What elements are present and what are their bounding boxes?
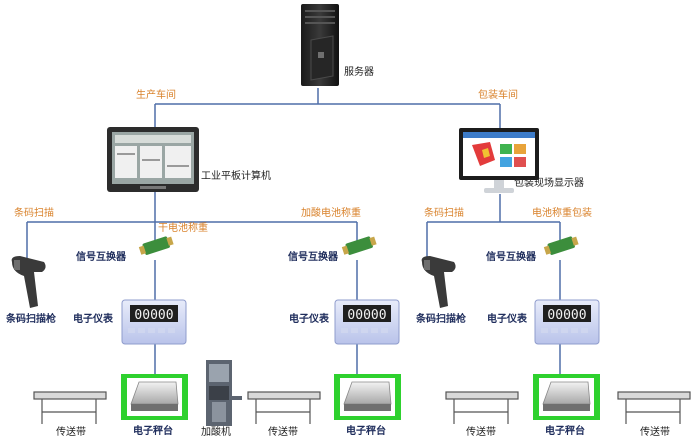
label-barcode-gun-left: 条码扫描枪: [6, 314, 56, 325]
network-wires: [26, 88, 561, 374]
label-e-meter-2: 电子仪表: [289, 314, 329, 325]
label-workshop-production: 生产车间: [136, 90, 176, 101]
label-conveyor-2: 传送带: [268, 427, 298, 438]
acid-machine-icon: [206, 360, 242, 426]
label-packaging-display: 包装现场显示器: [514, 178, 584, 189]
label-scale-3: 电子秤台: [545, 426, 585, 437]
scale-platform-1-icon: [121, 374, 188, 420]
signal-converter-3-icon: [543, 236, 579, 255]
signal-converter-2-icon: [341, 236, 377, 255]
industrial-tablet-icon: [107, 127, 199, 192]
label-workshop-packaging: 包装车间: [478, 90, 518, 101]
label-scale-2: 电子秤台: [346, 426, 386, 437]
electronic-meter-2-icon: [334, 299, 400, 345]
label-e-meter-3: 电子仪表: [487, 314, 527, 325]
label-acid-machine: 加酸机: [201, 427, 231, 438]
label-barcode-scan-right: 条码扫描: [424, 208, 464, 219]
server-icon: [301, 4, 339, 86]
barcode-gun-right-icon: [421, 256, 456, 308]
label-signal-converter-2: 信号互换器: [288, 252, 338, 263]
label-signal-converter-3: 信号互换器: [486, 252, 536, 263]
conveyor-2-icon: [247, 391, 321, 424]
label-battery-weighing-packing: 电池称重包装: [532, 208, 592, 219]
meter-2-readout: 00000: [347, 308, 386, 323]
electronic-meter-3-icon: [534, 299, 600, 345]
label-dry-battery-weighing: 干电池称重: [158, 223, 208, 234]
label-e-meter-1: 电子仪表: [73, 314, 113, 325]
label-industrial-tablet: 工业平板计算机: [201, 171, 271, 182]
scale-platform-3-icon: [533, 374, 600, 420]
signal-converter-1-icon: [138, 236, 174, 255]
label-scale-1: 电子秤台: [133, 426, 173, 437]
label-conveyor-4: 传送带: [640, 427, 670, 438]
label-signal-converter-1: 信号互换器: [76, 252, 126, 263]
label-conveyor-1: 传送带: [56, 427, 86, 438]
packaging-display-icon: [459, 128, 539, 193]
scale-platform-2-icon: [334, 374, 401, 420]
meter-3-readout: 00000: [547, 308, 586, 323]
label-barcode-scan-left: 条码扫描: [14, 208, 54, 219]
electronic-meter-1-icon: [121, 299, 187, 345]
label-conveyor-3: 传送带: [466, 427, 496, 438]
conveyor-1-icon: [33, 391, 107, 424]
label-barcode-gun-right: 条码扫描枪: [416, 314, 466, 325]
meter-1-readout: 00000: [134, 308, 173, 323]
conveyor-4-icon: [617, 391, 691, 424]
label-server: 服务器: [344, 67, 374, 78]
barcode-gun-left-icon: [11, 256, 46, 308]
conveyor-3-icon: [445, 391, 519, 424]
label-acid-battery-weighing: 加酸电池称重: [301, 208, 361, 219]
